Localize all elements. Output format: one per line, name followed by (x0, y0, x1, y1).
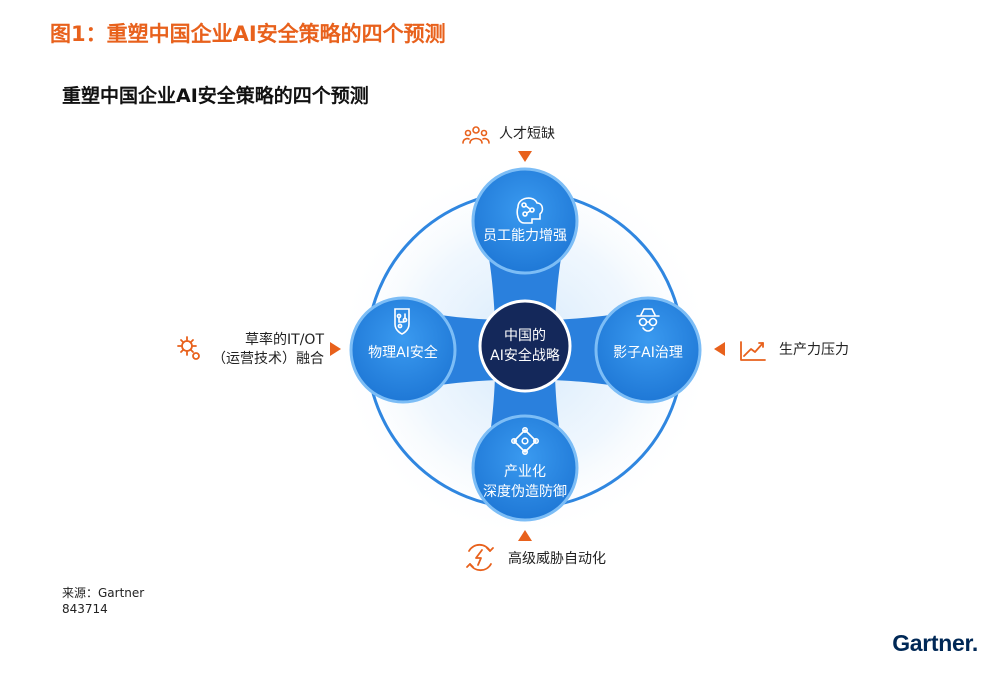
node-bottom-line1: 产业化 (504, 464, 546, 480)
pressure-left-line1: 草率的IT/OT (245, 332, 324, 348)
trend-chart-icon (740, 341, 766, 361)
center-line2: AI安全战略 (490, 348, 560, 364)
diagram-title: 重塑中国企业AI安全策略的四个预测 (62, 85, 369, 107)
pressure-left-line2: （运营技术）融合 (212, 351, 324, 367)
source-code: 843714 (62, 602, 108, 616)
center-line1: 中国的 (504, 328, 546, 344)
lightning-cycle-icon (466, 543, 494, 572)
pressure-right-label: 生产力压力 (779, 342, 849, 358)
node-top (471, 167, 579, 275)
pressure-left-label: 草率的IT/OT （运营技术）融合 (206, 331, 324, 369)
gartner-logo: Gartner. (892, 630, 978, 656)
figure-title: 图1：重塑中国企业AI安全策略的四个预测 (50, 22, 446, 46)
circuit-shield-icon (394, 308, 410, 335)
node-top-label: 员工能力增强 (483, 228, 567, 244)
people-group-icon (462, 126, 490, 144)
source-label: 来源：Gartner (62, 586, 145, 600)
node-right-label: 影子AI治理 (613, 345, 683, 361)
arrow-left (330, 342, 341, 356)
incognito-icon (636, 308, 660, 332)
center-ring (478, 299, 572, 393)
node-bottom (471, 414, 579, 522)
center-label: 中国的 AI安全战略 (475, 326, 575, 366)
node-left-label: 物理AI安全 (368, 345, 438, 361)
arrow-bottom (518, 530, 532, 541)
node-left (349, 296, 457, 404)
pressure-top-label: 人才短缺 (499, 126, 555, 142)
pressure-bottom-label: 高级威胁自动化 (508, 551, 606, 567)
brain-circuit-icon (516, 197, 544, 224)
node-bottom-line2: 深度伪造防御 (483, 484, 567, 500)
arrow-top (518, 151, 532, 162)
network-nodes-icon (510, 426, 539, 455)
source-note: 来源：Gartner 843714 (62, 585, 144, 617)
gear-cogs-icon (177, 336, 200, 360)
node-bottom-label: 产业化 深度伪造防御 (470, 462, 580, 502)
node-right (594, 296, 702, 404)
arrow-right (714, 342, 725, 356)
